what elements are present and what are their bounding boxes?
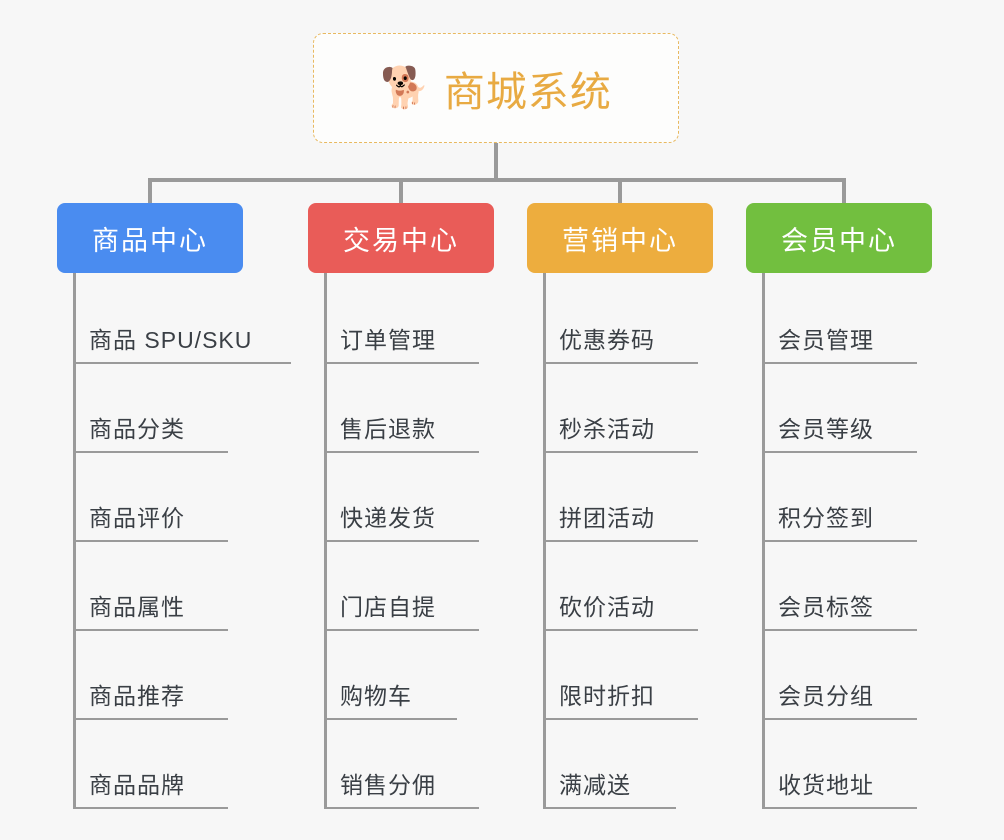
shiba-dog-face-icon: 🐕 [380, 66, 430, 110]
leaf-underline [762, 629, 917, 631]
root-node[interactable]: 🐕 商城系统 [313, 33, 679, 143]
branch-column-0: 商品中心 商品 SPU/SKU 商品分类 商品评价 商品属性 商品推荐 [57, 203, 291, 809]
leaf-label: 购物车 [340, 683, 412, 709]
connector-horizontal-bus [150, 178, 846, 182]
leaf-label: 快递发货 [340, 505, 436, 531]
leaf-underline [762, 451, 917, 453]
leaf-item[interactable]: 商品推荐 [73, 631, 252, 720]
leaf-label: 砍价活动 [559, 594, 655, 620]
leaf-item[interactable]: 销售分佣 [324, 720, 494, 809]
leaf-underline [762, 807, 917, 809]
leaf-underline [543, 362, 698, 364]
leaf-label: 门店自提 [340, 594, 436, 620]
leaf-label: 满减送 [559, 772, 631, 798]
leaf-underline [543, 451, 698, 453]
leaf-label: 商品推荐 [89, 683, 185, 709]
leaf-label: 积分签到 [778, 505, 874, 531]
leaf-label: 会员分组 [778, 683, 874, 709]
leaf-item[interactable]: 商品 SPU/SKU [73, 273, 291, 364]
branch-body-1: 订单管理 售后退款 快递发货 门店自提 购物车 销售分佣 [308, 273, 494, 809]
leaf-underline [73, 807, 228, 809]
connector-drop-1 [399, 178, 403, 205]
leaf-item[interactable]: 限时折扣 [543, 631, 713, 720]
leaf-underline [324, 362, 479, 364]
branch-header-label: 交易中心 [343, 225, 459, 256]
leaf-item[interactable]: 会员管理 [762, 273, 932, 364]
leaf-item[interactable]: 商品品牌 [73, 720, 252, 809]
leaf-underline [543, 718, 698, 720]
leaf-item[interactable]: 砍价活动 [543, 542, 713, 631]
connector-drop-3 [842, 178, 846, 205]
leaf-underline [762, 540, 917, 542]
leaf-item[interactable]: 积分签到 [762, 453, 932, 542]
leaf-underline [73, 540, 228, 542]
leaf-item[interactable]: 拼团活动 [543, 453, 713, 542]
leaf-item[interactable]: 商品分类 [73, 364, 252, 453]
leaf-underline [324, 807, 479, 809]
leaf-item[interactable]: 会员分组 [762, 631, 932, 720]
leaf-item[interactable]: 订单管理 [324, 273, 494, 364]
leaf-underline [762, 718, 917, 720]
leaf-label: 商品 SPU/SKU [89, 327, 253, 353]
branch-body-3: 会员管理 会员等级 积分签到 会员标签 会员分组 收货地址 [746, 273, 932, 809]
branch-header-1[interactable]: 交易中心 [308, 203, 494, 273]
branch-header-label: 会员中心 [781, 225, 897, 256]
leaf-label: 会员管理 [778, 327, 874, 353]
leaf-item[interactable]: 秒杀活动 [543, 364, 713, 453]
leaf-underline [543, 807, 676, 809]
branch-header-3[interactable]: 会员中心 [746, 203, 932, 273]
leaf-underline [324, 451, 479, 453]
branch-body-2: 优惠券码 秒杀活动 拼团活动 砍价活动 限时折扣 满减送 [527, 273, 713, 809]
leaf-label: 售后退款 [340, 416, 436, 442]
leaf-underline [73, 718, 228, 720]
connector-root-stem [494, 143, 498, 181]
leaf-item[interactable]: 收货地址 [762, 720, 932, 809]
leaf-label: 销售分佣 [340, 772, 436, 798]
leaf-item[interactable]: 优惠券码 [543, 273, 713, 364]
leaf-label: 拼团活动 [559, 505, 655, 531]
leaf-label: 商品分类 [89, 416, 185, 442]
connector-drop-2 [618, 178, 622, 205]
leaf-underline [324, 629, 479, 631]
leaf-label: 商品品牌 [89, 772, 185, 798]
branch-header-0[interactable]: 商品中心 [57, 203, 243, 273]
leaf-item[interactable]: 购物车 [324, 631, 494, 720]
leaf-underline [324, 718, 457, 720]
leaf-item[interactable]: 快递发货 [324, 453, 494, 542]
branch-header-2[interactable]: 营销中心 [527, 203, 713, 273]
branch-column-2: 营销中心 优惠券码 秒杀活动 拼团活动 砍价活动 限时折扣 [527, 203, 713, 809]
leaf-label: 秒杀活动 [559, 416, 655, 442]
leaf-underline [73, 362, 291, 364]
leaf-label: 优惠券码 [559, 327, 655, 353]
leaf-underline [762, 362, 917, 364]
branch-header-label: 商品中心 [92, 225, 208, 256]
leaf-label: 商品评价 [89, 505, 185, 531]
leaf-label: 会员标签 [778, 594, 874, 620]
leaf-item[interactable]: 门店自提 [324, 542, 494, 631]
connector-drop-0 [148, 178, 152, 205]
leaf-underline [73, 451, 228, 453]
branch-column-1: 交易中心 订单管理 售后退款 快递发货 门店自提 购物车 [308, 203, 494, 809]
leaf-underline [543, 629, 698, 631]
leaf-underline [324, 540, 479, 542]
branch-column-3: 会员中心 会员管理 会员等级 积分签到 会员标签 会员分组 [746, 203, 932, 809]
leaf-label: 会员等级 [778, 416, 874, 442]
leaf-label: 收货地址 [778, 772, 874, 798]
leaf-item[interactable]: 会员标签 [762, 542, 932, 631]
leaf-item[interactable]: 商品评价 [73, 453, 252, 542]
leaf-label: 商品属性 [89, 594, 185, 620]
leaf-label: 订单管理 [340, 327, 436, 353]
leaf-item[interactable]: 商品属性 [73, 542, 252, 631]
branch-header-label: 营销中心 [562, 225, 678, 256]
leaf-label: 限时折扣 [559, 683, 655, 709]
leaf-underline [73, 629, 228, 631]
leaf-item[interactable]: 售后退款 [324, 364, 494, 453]
leaf-item[interactable]: 满减送 [543, 720, 713, 809]
root-title: 商城系统 [443, 69, 612, 115]
leaf-underline [543, 540, 698, 542]
leaf-item[interactable]: 会员等级 [762, 364, 932, 453]
branch-body-0: 商品 SPU/SKU 商品分类 商品评价 商品属性 商品推荐 商品品牌 [57, 273, 291, 809]
